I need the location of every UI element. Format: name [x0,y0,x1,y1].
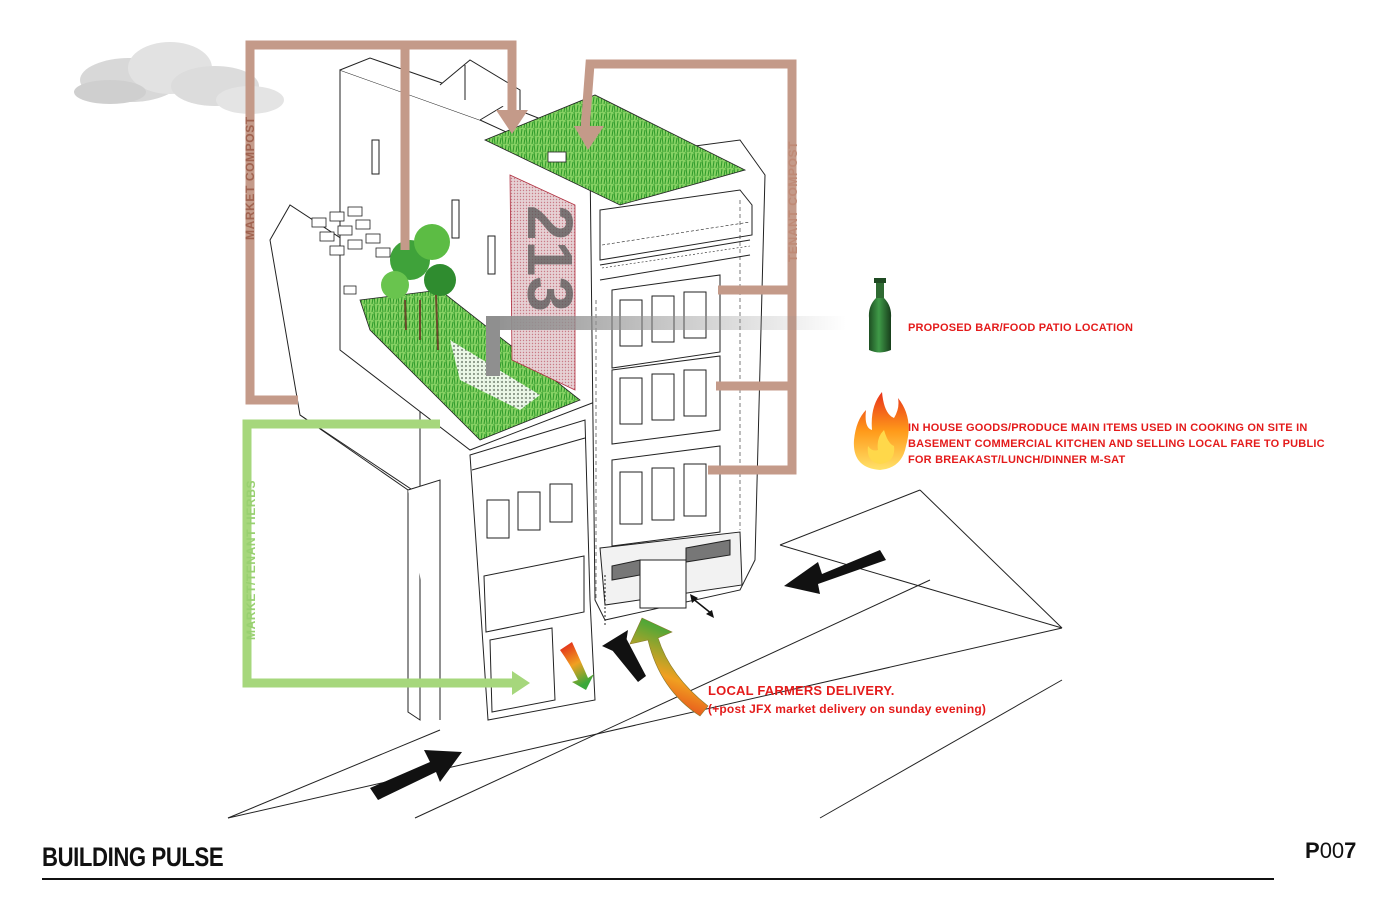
delivery-annotation: LOCAL FARMERS DELIVERY. (+post JFX marke… [708,682,986,718]
market-compost-loop [245,40,517,405]
door-swing-heads [690,594,714,618]
delivery-arrow-small [560,642,594,690]
market-compost-arrow [496,110,528,134]
building-sign: 213 [509,174,586,391]
trees [381,224,456,351]
street-lines [227,489,1063,819]
lower-facade [469,419,596,721]
market-tenant-herbs-label: MARKET/TENANT HERBS [244,479,258,640]
tenant-compost-loop [580,59,797,475]
page-number-suffix: 7 [1344,838,1357,863]
building-sign-text: 213 [514,205,586,312]
bar-patio-annotation: PROPOSED BAR/FOOD PATIO LOCATION [908,322,1134,334]
green-roof-top [484,94,747,206]
page-number: P007 [1305,838,1356,864]
delivery-title: LOCAL FARMERS DELIVERY. [708,683,895,698]
delivery-arrow-large [629,617,709,717]
green-bottle-icon [868,278,892,353]
cornice-detail [595,200,751,600]
corner-building [589,139,766,625]
tenant-compost-arrow [574,126,604,150]
page-number-prefix: P [1305,838,1320,863]
market-compost-label: MARKET COMPOST [243,116,257,240]
kitchen-annotation-line: BASEMENT COMMERCIAL KITCHEN AND SELLING … [908,438,1325,450]
page-title: BUILDING PULSE [42,842,224,872]
herbs-loop [242,419,515,688]
kitchen-annotation-line: FOR BREAKAST/LUNCH/DINNER M-SAT [908,454,1126,466]
kitchen-annotation: IN HOUSE GOODS/PRODUCE MAIN ITEMS USED I… [908,420,1325,468]
fire-icon [853,392,909,470]
entry-arrow [602,630,646,682]
tenant-compost-label: TENANT COMPOST [786,140,800,262]
roof-deck-tables [311,206,391,295]
title-rule [42,878,1274,880]
patio-pointer [486,316,846,376]
door-swing-arrow [691,597,713,615]
page-number-middle: 00 [1319,838,1345,863]
delivery-subtitle: (+post JFX market delivery on sunday eve… [708,702,987,716]
traffic-arrow-west [784,550,886,594]
herbs-arrow [512,671,530,695]
traffic-arrow-east [370,750,462,800]
kitchen-annotation-line: IN HOUSE GOODS/PRODUCE MAIN ITEMS USED I… [908,422,1308,434]
